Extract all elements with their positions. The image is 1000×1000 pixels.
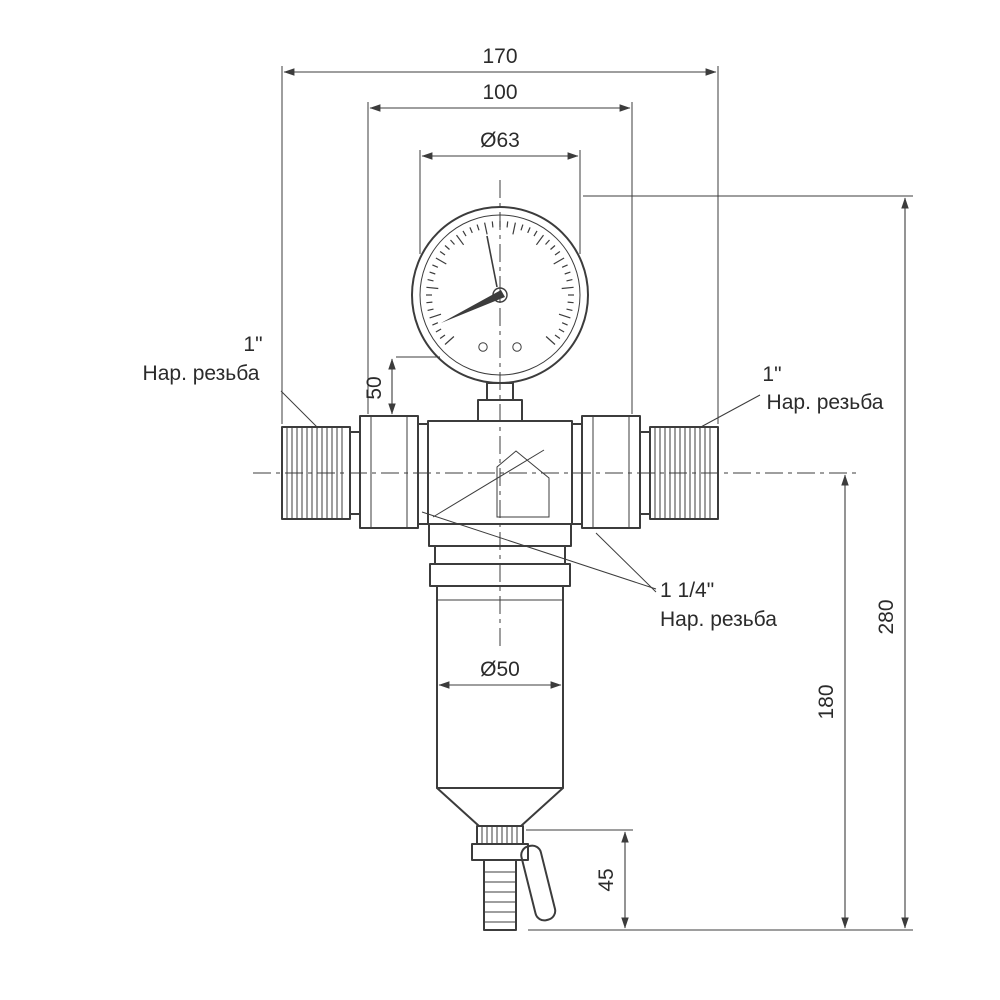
dim-label-45: 45	[595, 868, 618, 891]
dim-label-d50: Ø50	[480, 658, 520, 681]
gauge-screw-right	[512, 342, 522, 352]
bottom-port-size-label: 1 1/4"	[660, 579, 714, 602]
centerlines	[253, 180, 856, 648]
left-threaded-port	[281, 426, 351, 520]
gauge-hub	[492, 287, 508, 303]
dim-label-180: 180	[815, 684, 838, 719]
dim-label-280: 280	[875, 599, 898, 634]
pressure-gauge	[411, 206, 589, 422]
dim-label-63: Ø63	[480, 129, 520, 152]
bowl-cup	[436, 585, 564, 789]
dimension-drain-height: 45	[526, 829, 633, 929]
dimension-below-axis: 180	[815, 474, 849, 929]
dimension-gauge-stem: 50	[363, 356, 440, 415]
dimension-bowl-diameter: Ø50	[438, 658, 562, 689]
right-threaded-port	[649, 426, 719, 520]
right-port-size-label: 1"	[762, 363, 781, 386]
left-thread-hatch	[286, 428, 343, 518]
left-port-thread-label: Нар. резьба	[143, 362, 260, 385]
drain-barb	[483, 859, 517, 931]
left-port-size-label: 1"	[243, 333, 262, 356]
bottom-port-thread-label: Нар. резьба	[660, 608, 777, 631]
gauge-scale-ticks	[426, 221, 574, 345]
right-port-label: 1" Нар. резьба	[698, 363, 884, 429]
drain-thread-hatch	[481, 827, 518, 843]
bottom-port-label: 1 1/4" Нар. резьба	[421, 511, 777, 631]
drain-valve-body	[471, 843, 529, 861]
drain-handle	[520, 844, 557, 922]
right-port-thread-label: Нар. резьба	[767, 391, 884, 414]
dimension-total-height: 280	[528, 195, 913, 931]
left-port-label: 1" Нар. резьба	[143, 333, 319, 429]
bowl-cone	[436, 787, 564, 827]
dimension-body-width: 100	[367, 81, 633, 414]
gauge-needle	[441, 290, 505, 323]
right-union-nut	[571, 415, 651, 529]
dim-label-170: 170	[482, 45, 517, 68]
gauge-screw-left	[478, 342, 488, 352]
valve-seat-detail	[496, 450, 550, 518]
dim-label-50: 50	[363, 376, 386, 399]
dimension-gauge-diameter: Ø63	[419, 129, 581, 254]
right-thread-hatch	[654, 428, 711, 518]
drain-valve	[471, 825, 557, 931]
dim-label-100: 100	[482, 81, 517, 104]
dimension-total-width: 170	[281, 45, 719, 424]
left-union-nut	[349, 415, 429, 529]
